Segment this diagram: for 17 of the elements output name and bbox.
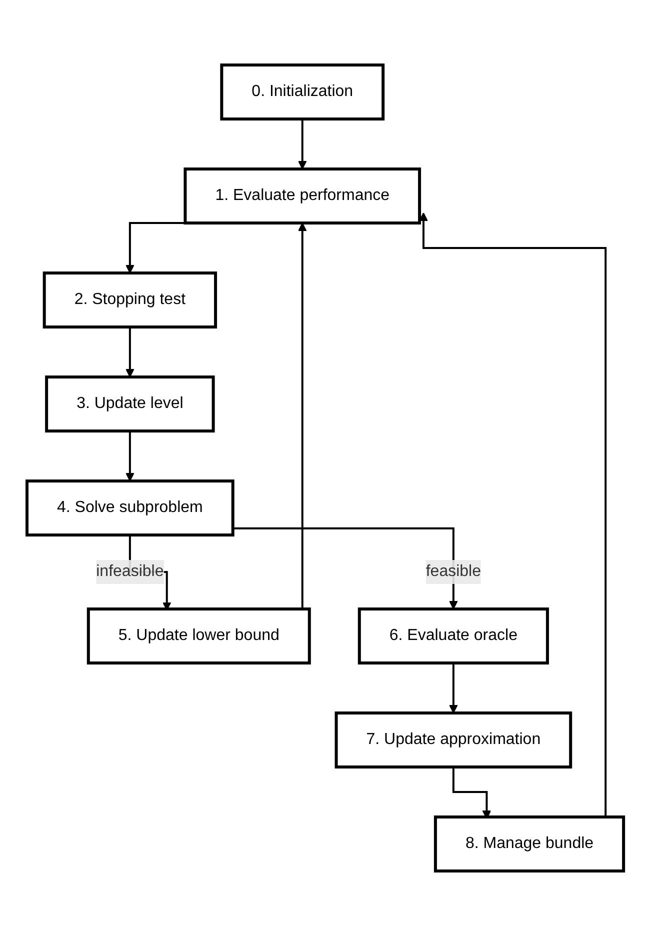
arrow bbox=[125, 430, 134, 481]
node-box: 6. Evaluate oracle bbox=[358, 607, 549, 664]
node-box: 0. Initialization bbox=[220, 63, 384, 120]
arrow bbox=[448, 662, 458, 713]
node-box: 5. Update lower bound bbox=[86, 607, 311, 664]
arrow bbox=[232, 526, 458, 609]
arrow bbox=[298, 118, 306, 169]
edge-label: feasible bbox=[426, 562, 481, 580]
arrow bbox=[125, 326, 134, 377]
node-box: 2. Stopping test bbox=[42, 271, 217, 328]
node-box: 8. Manage bundle bbox=[434, 814, 625, 872]
arrow bbox=[418, 212, 606, 818]
node-box: 1. Evaluate performance bbox=[183, 167, 421, 224]
node-box: 7. Update approximation bbox=[334, 711, 572, 768]
edge-label: infeasible bbox=[96, 562, 164, 580]
node-box: 4. Solve subproblem bbox=[25, 479, 234, 536]
node-box: 3. Update level bbox=[44, 375, 215, 432]
